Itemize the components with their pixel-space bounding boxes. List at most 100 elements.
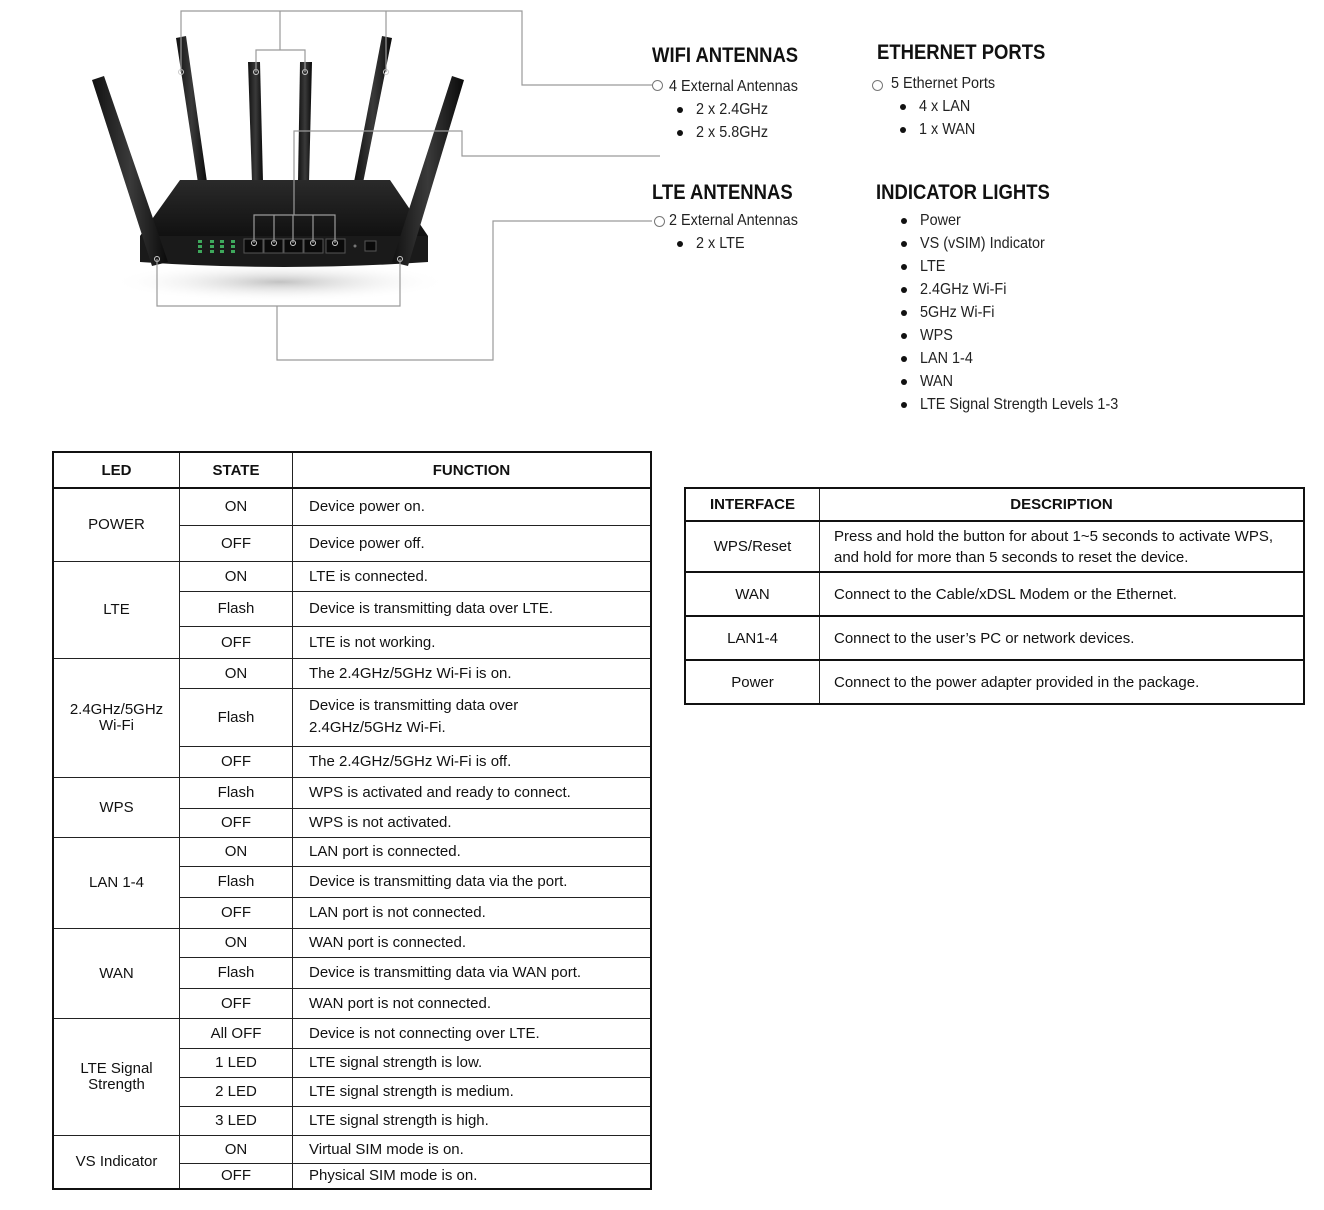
led-state: Flash (179, 687, 293, 747)
led-function: WPS is not activated. (292, 807, 652, 838)
led-function: WAN port is not connected. (292, 987, 652, 1019)
led-state: 2 LED (179, 1076, 293, 1107)
led-status-table: LED STATE FUNCTION POWER ON Device power… (52, 451, 652, 1190)
table-row: WAN Connect to the Cable/xDSL Modem or t… (684, 571, 1305, 617)
table-row: OFF LTE is not working. (53, 625, 652, 659)
led-function: WAN port is connected. (292, 927, 652, 958)
table-row: POWER ON Device power on. (52, 487, 652, 562)
list-item: 2.4GHz Wi-Fi (898, 278, 1140, 301)
led-function: LTE is connected. (292, 560, 652, 592)
column-header-led: LED (52, 451, 180, 489)
front-led-indicators (198, 240, 235, 253)
led-name-text: LTE Signal Strength (80, 1059, 153, 1093)
lte-antennas-title: LTE ANTENNAS (652, 181, 793, 204)
led-name: WPS (52, 776, 180, 838)
lte-antennas-list: 2 x LTE (674, 232, 750, 255)
led-name: LAN 1-4 (52, 836, 180, 929)
led-state: ON (179, 657, 293, 689)
led-function: WPS is activated and ready to connect. (292, 776, 652, 809)
led-state: All OFF (179, 1017, 293, 1049)
led-function: Device is transmitting data over 2.4GHz/… (292, 687, 652, 747)
table-row: LAN1-4 Connect to the user’s PC or netwo… (684, 615, 1305, 661)
table-row: WPS Flash WPS is activated and ready to … (52, 776, 652, 838)
wifi-antenna-4 (354, 36, 392, 183)
led-function: Device is not connecting over LTE. (292, 1017, 652, 1049)
led-function: Virtual SIM mode is on. (292, 1134, 652, 1164)
ethernet-ports (243, 238, 346, 254)
wifi-callout-marker (652, 80, 663, 91)
led-state: Flash (179, 865, 293, 898)
led-state: 3 LED (179, 1105, 293, 1136)
led-function: Device is transmitting data via WAN port… (292, 956, 652, 989)
table-row: 1 LED LTE signal strength is low. (53, 1047, 652, 1078)
ethernet-ports-title: ETHERNET PORTS (877, 41, 1046, 64)
interface-description: Connect to the Cable/xDSL Modem or the E… (819, 571, 1305, 617)
indicator-lights-title: INDICATOR LIGHTS (876, 181, 1050, 204)
list-item: WAN (898, 370, 1140, 393)
column-header-interface: INTERFACE (684, 487, 820, 522)
table-row: OFF Physical SIM mode is on. (53, 1162, 652, 1190)
router-illustration (92, 10, 660, 361)
led-function: The 2.4GHz/5GHz Wi-Fi is on. (292, 657, 652, 689)
table-row: Flash Device is transmitting data via th… (53, 865, 652, 898)
led-name: POWER (52, 487, 180, 562)
led-name: 2.4GHz/5GHz Wi-Fi (52, 657, 180, 778)
led-state: OFF (179, 896, 293, 929)
interface-name: WAN (684, 571, 820, 617)
table-row: OFF The 2.4GHz/5GHz Wi-Fi is off. (53, 745, 652, 778)
table-row: LTE Signal Strength All OFF Device is no… (52, 1017, 652, 1136)
lte-antennas-summary: 2 External Antennas (669, 212, 798, 229)
led-name: LTE (52, 560, 180, 659)
table-row: VS Indicator ON Virtual SIM mode is on. (52, 1134, 652, 1190)
interface-description-text: Press and hold the button for about 1~5 … (834, 527, 1274, 566)
led-function: Device power off. (292, 524, 652, 562)
indicator-lights-list: Power VS (vSIM) Indicator LTE 2.4GHz Wi-… (898, 209, 1140, 416)
list-item: LAN 1-4 (898, 347, 1140, 370)
table-row: 2 LED LTE signal strength is medium. (53, 1076, 652, 1107)
led-name-text: 2.4GHz/5GHz Wi-Fi (69, 700, 164, 734)
list-item: Power (898, 209, 1140, 232)
reset-button (353, 244, 357, 248)
list-item: WPS (898, 324, 1140, 347)
list-item: 4 x LAN (897, 95, 982, 118)
power-port (364, 240, 377, 252)
led-function: LTE signal strength is high. (292, 1105, 652, 1136)
led-name: WAN (52, 927, 180, 1019)
table-row: LAN 1-4 ON LAN port is connected. (52, 836, 652, 929)
led-state: ON (179, 560, 293, 592)
led-state: 1 LED (179, 1047, 293, 1078)
led-state: OFF (179, 987, 293, 1019)
led-function: Device is transmitting data over LTE. (292, 590, 652, 627)
table-header-row: INTERFACE DESCRIPTION (684, 487, 1305, 522)
ethernet-ports-summary: 5 Ethernet Ports (891, 75, 996, 92)
led-function: Device power on. (292, 487, 652, 526)
table-row: WPS/Reset Press and hold the button for … (684, 520, 1305, 573)
interface-name: Power (684, 659, 820, 705)
led-state: OFF (179, 745, 293, 778)
column-header-state: STATE (179, 451, 293, 489)
ethernet-ports-list: 4 x LAN 1 x WAN (897, 95, 982, 141)
led-function: Device is transmitting data via the port… (292, 865, 652, 898)
table-row: 3 LED LTE signal strength is high. (53, 1105, 652, 1136)
wifi-antennas-list: 2 x 2.4GHz 2 x 5.8GHz (674, 98, 776, 144)
led-state: OFF (179, 1162, 293, 1190)
table-row: OFF Device power off. (53, 524, 652, 562)
column-header-function: FUNCTION (292, 451, 652, 489)
ethernet-callout-marker (872, 80, 883, 91)
callout-lines (156, 10, 660, 361)
list-item: 2 x 2.4GHz (674, 98, 776, 121)
interface-description: Connect to the user’s PC or network devi… (819, 615, 1305, 661)
table-row: LTE ON LTE is connected. (52, 560, 652, 659)
led-function: LTE signal strength is medium. (292, 1076, 652, 1107)
lte-callout-marker (654, 216, 665, 227)
led-state: Flash (179, 956, 293, 989)
list-item: 5GHz Wi-Fi (898, 301, 1140, 324)
table-row: Flash Device is transmitting data over 2… (53, 687, 652, 747)
led-function: LAN port is not connected. (292, 896, 652, 929)
led-state: OFF (179, 625, 293, 659)
led-state: ON (179, 1134, 293, 1164)
wifi-antennas-title: WIFI ANTENNAS (652, 44, 799, 67)
lte-antenna-right (392, 76, 464, 266)
table-row: Flash Device is transmitting data via WA… (53, 956, 652, 989)
column-header-description: DESCRIPTION (819, 487, 1305, 522)
